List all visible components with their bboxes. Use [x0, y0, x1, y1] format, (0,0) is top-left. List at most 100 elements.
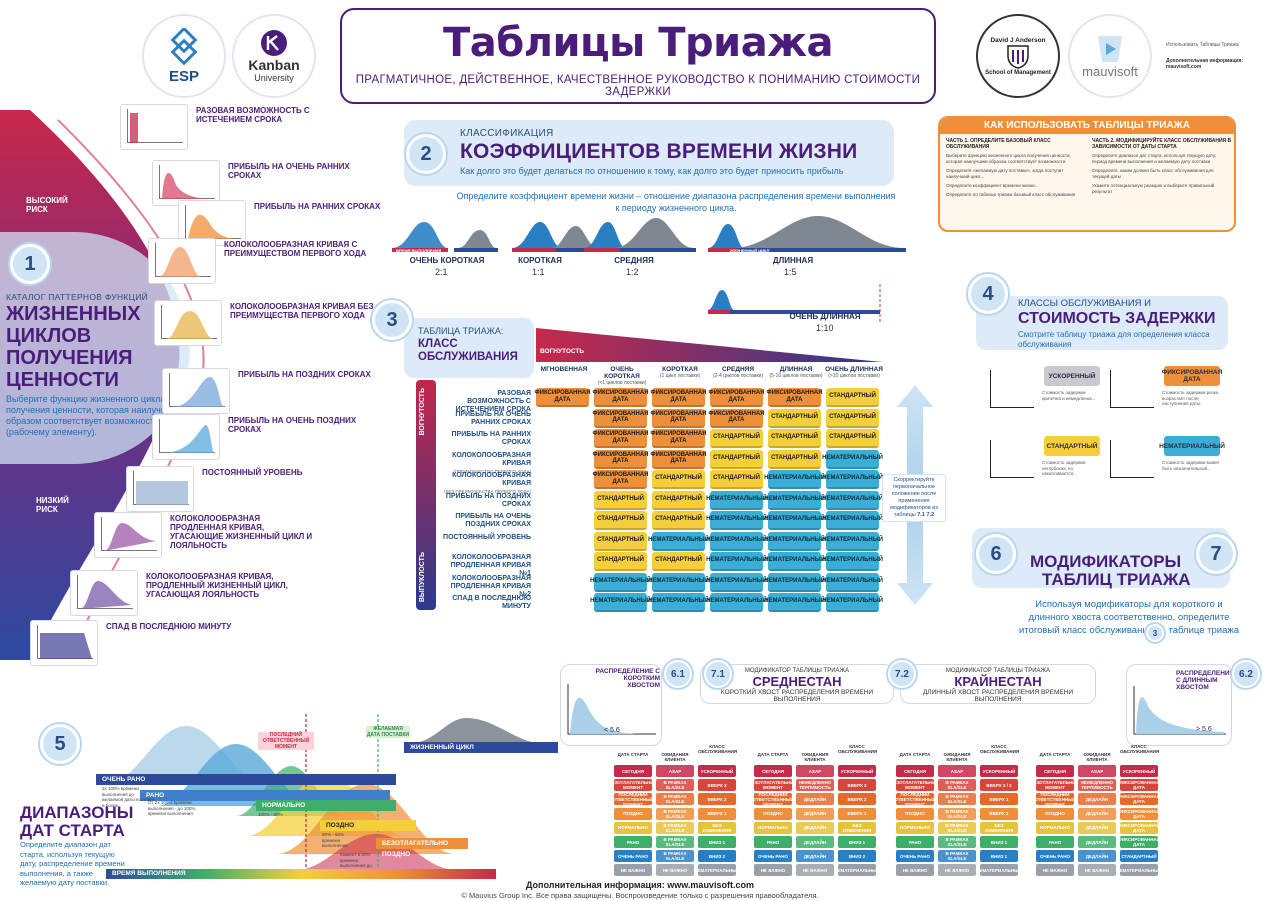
modifier-class-cell[interactable]: УСКОРЕННЫЙ: [838, 765, 876, 777]
modifier-class-cell[interactable]: УСКОРЕННЫЙ: [698, 765, 736, 777]
grid-cell[interactable]: СТАНДАРТНЫЙ: [594, 490, 647, 510]
class-of-service-card[interactable]: ФИКСИРОВАННАЯ ДАТА: [1162, 366, 1222, 386]
grid-cell[interactable]: СТАНДАРТНЫЙ: [710, 470, 763, 489]
modifier-class-cell[interactable]: ВНИЗ 1: [980, 836, 1018, 848]
grid-cell[interactable]: НЕМАТЕРИАЛЬНЫЙ: [706, 531, 767, 551]
grid-cell[interactable]: ФИКСИРОВАННАЯ ДАТА: [593, 449, 648, 469]
grid-cell[interactable]: ФИКСИРОВАННАЯ ДАТА: [593, 388, 648, 407]
modifier-class-cell[interactable]: УСКОРЕННЫЙ: [1120, 765, 1158, 777]
modifier-class-cell[interactable]: ВВЕРХ 1: [980, 793, 1018, 806]
grid-cell[interactable]: СТАНДАРТНЫЙ: [768, 449, 821, 469]
modifier-start-cell: СЕГОДНЯ: [614, 765, 652, 777]
grid-cell[interactable]: НЕМАТЕРИАЛЬНЫЙ: [706, 552, 767, 571]
grid-cell[interactable]: СТАНДАРТНЫЙ: [594, 531, 647, 551]
grid-cell[interactable]: НЕМАТЕРИАЛЬНЫЙ: [764, 572, 825, 592]
grid-cell[interactable]: НЕМАТЕРИАЛЬНЫЙ: [822, 593, 883, 612]
modifier-class-cell[interactable]: ФИКСИРОВАННАЯ ДАТА: [1118, 836, 1160, 848]
modifier-class-cell[interactable]: БЕЗ ИЗМЕНЕНИЯ: [980, 821, 1018, 834]
grid-cell[interactable]: СТАНДАРТНЫЙ: [594, 511, 647, 530]
grid-cell[interactable]: ФИКСИРОВАННАЯ ДАТА: [767, 388, 822, 407]
grid-cell[interactable]: НЕМАТЕРИАЛЬНЫЙ: [764, 531, 825, 551]
grid-cell[interactable]: НЕМАТЕРИАЛЬНЫЙ: [822, 511, 883, 530]
grid-cell[interactable]: НЕМАТЕРИАЛЬНЫЙ: [590, 572, 651, 592]
modifier-class-cell[interactable]: ВВЕРХ 3: [838, 779, 876, 792]
grid-cell[interactable]: СТАНДАРТНЫЙ: [826, 429, 879, 448]
pattern-title: РАЗОВАЯ ВОЗМОЖНОСТЬ С ИСТЕЧЕНИЕМ СРОКА: [196, 106, 310, 124]
grid-cell[interactable]: НЕМАТЕРИАЛЬНЫЙ: [590, 593, 651, 612]
modifier-class-cell[interactable]: ВНИЗ 1: [698, 836, 736, 848]
grid-cell[interactable]: ФИКСИРОВАННАЯ ДАТА: [593, 470, 648, 489]
grid-cell[interactable]: СТАНДАРТНЫЙ: [652, 552, 705, 571]
grid-cell[interactable]: ФИКСИРОВАННАЯ ДАТА: [651, 449, 706, 469]
grid-cell[interactable]: СТАНДАРТНЫЙ: [652, 490, 705, 510]
strip-bottom-label: ВЫПУКЛОСТЬ: [419, 551, 426, 602]
grid-cell[interactable]: СТАНДАРТНЫЙ: [826, 388, 879, 407]
modifier-class-cell[interactable]: ВВЕРХ 1: [980, 807, 1018, 820]
grid-cell[interactable]: НЕМАТЕРИАЛЬНЫЙ: [764, 593, 825, 612]
modifier-class-cell[interactable]: ВНИЗ 2: [838, 850, 876, 863]
modifier-class-cell[interactable]: НЕМАТЕРИАЛЬНЫЙ: [1116, 864, 1162, 877]
modifier-class-cell[interactable]: ВВЕРХ 1: [698, 807, 736, 820]
modifier-class-cell[interactable]: ВНИЗ 1: [980, 850, 1018, 863]
grid-cell[interactable]: СТАНДАРТНЫЙ: [710, 449, 763, 469]
grid-cell[interactable]: НЕМАТЕРИАЛЬНЫЙ: [648, 572, 709, 592]
modifier-class-cell[interactable]: ФИКСИРОВАННАЯ ДАТА: [1118, 821, 1160, 834]
grid-cell[interactable]: ФИКСИРОВАННАЯ ДАТА: [709, 408, 764, 428]
modifier-class-cell[interactable]: ВВЕРХ 3: [698, 779, 736, 792]
modifier-class-cell[interactable]: ВВЕРХ 1: [838, 807, 876, 820]
grid-cell[interactable]: ФИКСИРОВАННАЯ ДАТА: [593, 429, 648, 448]
modifier-class-cell[interactable]: НЕМАТЕРИАЛЬНЫЙ: [976, 864, 1022, 877]
modifier-class-cell[interactable]: УСКОРЕННЫЙ: [980, 765, 1018, 777]
grid-cell[interactable]: ФИКСИРОВАННАЯ ДАТА: [651, 408, 706, 428]
modifier-expectation-cell: В РАМКАХ SLA/SLE: [938, 807, 976, 820]
modifier-class-cell[interactable]: ВНИЗ 2: [698, 850, 736, 863]
modifier-class-cell[interactable]: ВВЕРХ 2: [838, 793, 876, 806]
class-of-service-card[interactable]: УСКОРЕННЫЙ: [1044, 366, 1100, 386]
grid-cell[interactable]: ФИКСИРОВАННАЯ ДАТА: [651, 388, 706, 407]
grid-cell[interactable]: НЕМАТЕРИАЛЬНЫЙ: [822, 490, 883, 510]
modifier-class-cell[interactable]: БЕЗ ИЗМЕНЕНИЯ: [698, 821, 736, 834]
class-of-service-card[interactable]: СТАНДАРТНЫЙ: [1044, 436, 1100, 456]
grid-cell[interactable]: НЕМАТЕРИАЛЬНЫЙ: [822, 552, 883, 571]
grid-cell[interactable]: НЕМАТЕРИАЛЬНЫЙ: [822, 449, 883, 469]
grid-cell[interactable]: НЕМАТЕРИАЛЬНЫЙ: [822, 531, 883, 551]
grid-cell[interactable]: НЕМАТЕРИАЛЬНЫЙ: [706, 490, 767, 510]
grid-cell[interactable]: НЕМАТЕРИАЛЬНЫЙ: [706, 572, 767, 592]
grid-cell[interactable]: НЕМАТЕРИАЛЬНЫЙ: [648, 531, 709, 551]
grid-cell[interactable]: ФИКСИРОВАННАЯ ДАТА: [651, 429, 706, 448]
modifier-start-cell: ПОЗДНО: [896, 807, 934, 820]
grid-cell[interactable]: ФИКСИРОВАННАЯ ДАТА: [535, 388, 590, 407]
grid-cell[interactable]: НЕМАТЕРИАЛЬНЫЙ: [822, 470, 883, 489]
grid-cell[interactable]: НЕМАТЕРИАЛЬНЫЙ: [648, 593, 709, 612]
grid-cell[interactable]: ФИКСИРОВАННАЯ ДАТА: [709, 388, 764, 407]
grid-cell[interactable]: НЕМАТЕРИАЛЬНЫЙ: [764, 552, 825, 571]
modifier-class-cell[interactable]: ФИКСИРОВАННАЯ ДАТА: [1118, 779, 1160, 792]
modifier-class-cell[interactable]: ВНИЗ 1: [838, 836, 876, 848]
modifier-class-cell[interactable]: ФИКСИРОВАННАЯ ДАТА: [1118, 793, 1160, 806]
modifier-class-cell[interactable]: НЕМАТЕРИАЛЬНЫЙ: [694, 864, 740, 877]
modifier-class-cell[interactable]: СТАНДАРТНЫЙ: [1120, 850, 1158, 863]
grid-cell[interactable]: НЕМАТЕРИАЛЬНЫЙ: [764, 490, 825, 510]
modifier-class-cell[interactable]: ВВЕРХ 3 / 2: [980, 779, 1018, 792]
grid-cell[interactable]: СТАНДАРТНЫЙ: [652, 470, 705, 489]
life-cycle-bar: ЖИЗНЕННЫЙ ЦИКЛ: [404, 742, 558, 753]
class-of-service-card[interactable]: НЕМАТЕРИАЛЬНЫЙ: [1159, 436, 1225, 456]
grid-cell[interactable]: СТАНДАРТНЫЙ: [594, 552, 647, 571]
modifier-class-cell[interactable]: БЕЗ ИЗМЕНЕНИЯ: [838, 821, 876, 834]
grid-cell[interactable]: НЕМАТЕРИАЛЬНЫЙ: [764, 470, 825, 489]
grid-cell[interactable]: СТАНДАРТНЫЙ: [826, 408, 879, 428]
grid-cell[interactable]: СТАНДАРТНЫЙ: [768, 429, 821, 448]
footer-info[interactable]: Дополнительная информация: www.mauvisoft…: [526, 880, 754, 890]
grid-cell[interactable]: СТАНДАРТНЫЙ: [768, 408, 821, 428]
modifier-class-cell[interactable]: ФИКСИРОВАННАЯ ДАТА: [1118, 807, 1160, 820]
grid-cell[interactable]: НЕМАТЕРИАЛЬНЫЙ: [822, 572, 883, 592]
top-right-note-2[interactable]: Дополнительная информация: mauvisoft.com: [1166, 58, 1244, 70]
modifier-class-cell[interactable]: ВВЕРХ 2: [698, 793, 736, 806]
grid-cell[interactable]: НЕМАТЕРИАЛЬНЫЙ: [764, 511, 825, 530]
modifier-class-cell[interactable]: НЕМАТЕРИАЛЬНЫЙ: [834, 864, 880, 877]
grid-cell[interactable]: СТАНДАРТНЫЙ: [710, 429, 763, 448]
grid-cell[interactable]: НЕМАТЕРИАЛЬНЫЙ: [706, 593, 767, 612]
grid-cell[interactable]: НЕМАТЕРИАЛЬНЫЙ: [706, 511, 767, 530]
grid-cell[interactable]: СТАНДАРТНЫЙ: [652, 511, 705, 530]
grid-cell[interactable]: ФИКСИРОВАННАЯ ДАТА: [593, 408, 648, 428]
